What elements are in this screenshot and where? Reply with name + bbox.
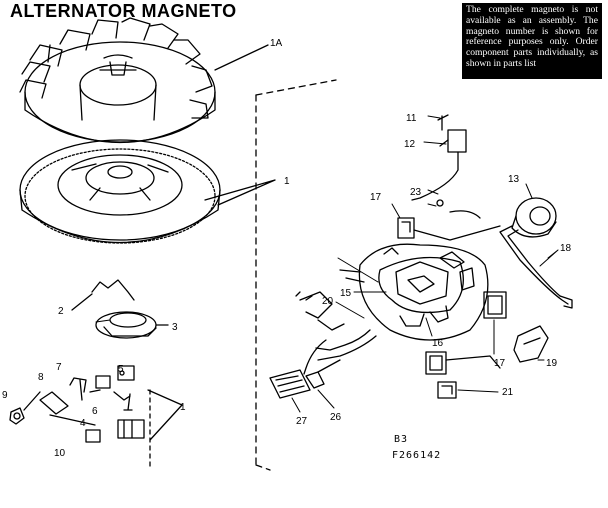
callout-20: 20 bbox=[322, 296, 334, 307]
clip-part-21 bbox=[437, 381, 457, 399]
callout-9: 9 bbox=[2, 390, 8, 401]
callout-13: 13 bbox=[508, 174, 520, 185]
terminal-part-17 bbox=[397, 199, 501, 241]
terminal-part-26 bbox=[305, 359, 341, 389]
callout-15: 15 bbox=[340, 288, 352, 299]
callout-2: 2 bbox=[58, 306, 64, 317]
callout-23: 23 bbox=[410, 187, 422, 198]
assembly-note: The complete magneto is not available as… bbox=[462, 3, 602, 79]
bracket-part-19 bbox=[513, 325, 549, 363]
callout-3: 3 bbox=[172, 322, 178, 333]
callout-18: 18 bbox=[560, 243, 572, 254]
callout-26: 26 bbox=[330, 412, 342, 423]
diagram-title: ALTERNATOR MAGNETO bbox=[10, 1, 237, 21]
wire-clip-part-11-12 bbox=[411, 114, 467, 201]
callout-5: 5 bbox=[118, 364, 124, 375]
stator-plate bbox=[295, 243, 489, 375]
callout-8: 8 bbox=[38, 372, 44, 383]
module-part-16-17 bbox=[425, 291, 507, 375]
coil-part-13 bbox=[499, 197, 573, 309]
drawing-code-number: F266142 bbox=[392, 450, 441, 461]
callout-6: 6 bbox=[92, 406, 98, 417]
plate-part-3 bbox=[95, 311, 169, 339]
spring-clip-part-2 bbox=[71, 279, 135, 311]
flywheel-ring-gear bbox=[19, 139, 221, 244]
callout-11: 11 bbox=[406, 113, 417, 124]
callout-17-terminal: 17 bbox=[370, 192, 382, 203]
callout-27: 27 bbox=[296, 416, 308, 427]
callout-1-hardware: 1 bbox=[180, 402, 186, 413]
callout-19: 19 bbox=[546, 358, 558, 369]
flywheel-fan bbox=[19, 17, 216, 144]
drawing-code-b3: B3 bbox=[394, 434, 408, 445]
callout-1A: 1A bbox=[270, 38, 283, 49]
callout-10: 10 bbox=[54, 448, 66, 459]
leader-lines-stator bbox=[95, 115, 559, 413]
callout-4: 4 bbox=[80, 418, 86, 429]
hardware-parts bbox=[9, 365, 183, 471]
callout-16: 16 bbox=[432, 338, 444, 349]
callout-numbers: 1A 1 2 3 7 8 5 6 4 9 10 1 11 12 13 23 17… bbox=[2, 38, 572, 461]
callout-1-flywheel: 1 bbox=[284, 176, 290, 187]
callout-7: 7 bbox=[56, 362, 62, 373]
callout-17-module: 17 bbox=[494, 358, 506, 369]
callout-21: 21 bbox=[502, 387, 514, 398]
connector-part-27 bbox=[269, 369, 311, 399]
callout-12: 12 bbox=[404, 139, 416, 150]
leader-lines-flywheel bbox=[204, 44, 337, 471]
